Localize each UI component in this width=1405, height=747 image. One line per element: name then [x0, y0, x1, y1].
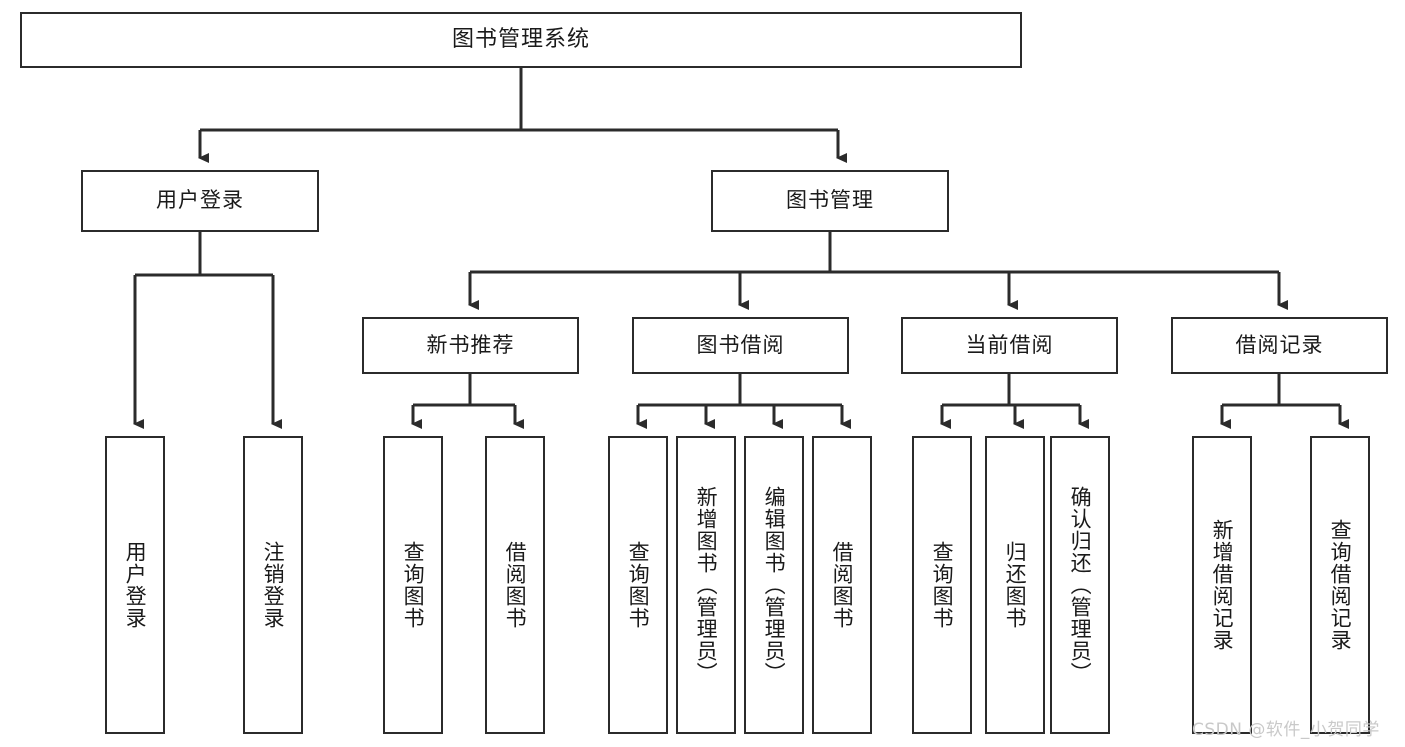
node-level1-book-management[interactable]: 图书管理	[711, 170, 949, 232]
node-level2-current-borrow[interactable]: 当前借阅	[901, 317, 1118, 374]
node-level2-book-borrow[interactable]: 图书借阅	[632, 317, 849, 374]
node-leaf-add-borrow-record[interactable]: 新增借阅记录	[1192, 436, 1252, 734]
node-leaf-user-login[interactable]: 用户登录	[105, 436, 165, 734]
node-level1-user-login[interactable]: 用户登录	[81, 170, 319, 232]
node-leaf-add-book-admin[interactable]: 新增图书（管理员）	[676, 436, 736, 734]
node-root[interactable]: 图书管理系统	[20, 12, 1022, 68]
node-leaf-query-borrow-record[interactable]: 查询借阅记录	[1310, 436, 1370, 734]
node-leaf-confirm-return-admin[interactable]: 确认归还（管理员）	[1050, 436, 1110, 734]
node-leaf-query-books-recommend[interactable]: 查询图书	[383, 436, 443, 734]
node-leaf-return-book[interactable]: 归还图书	[985, 436, 1045, 734]
node-leaf-borrow-books-recommend[interactable]: 借阅图书	[485, 436, 545, 734]
node-level2-borrow-record[interactable]: 借阅记录	[1171, 317, 1388, 374]
node-leaf-logout[interactable]: 注销登录	[243, 436, 303, 734]
node-leaf-query-books-borrow[interactable]: 查询图书	[608, 436, 668, 734]
node-leaf-borrow-book[interactable]: 借阅图书	[812, 436, 872, 734]
node-leaf-query-books-current[interactable]: 查询图书	[912, 436, 972, 734]
node-leaf-edit-book-admin[interactable]: 编辑图书（管理员）	[744, 436, 804, 734]
node-level2-new-book-recommend[interactable]: 新书推荐	[362, 317, 579, 374]
